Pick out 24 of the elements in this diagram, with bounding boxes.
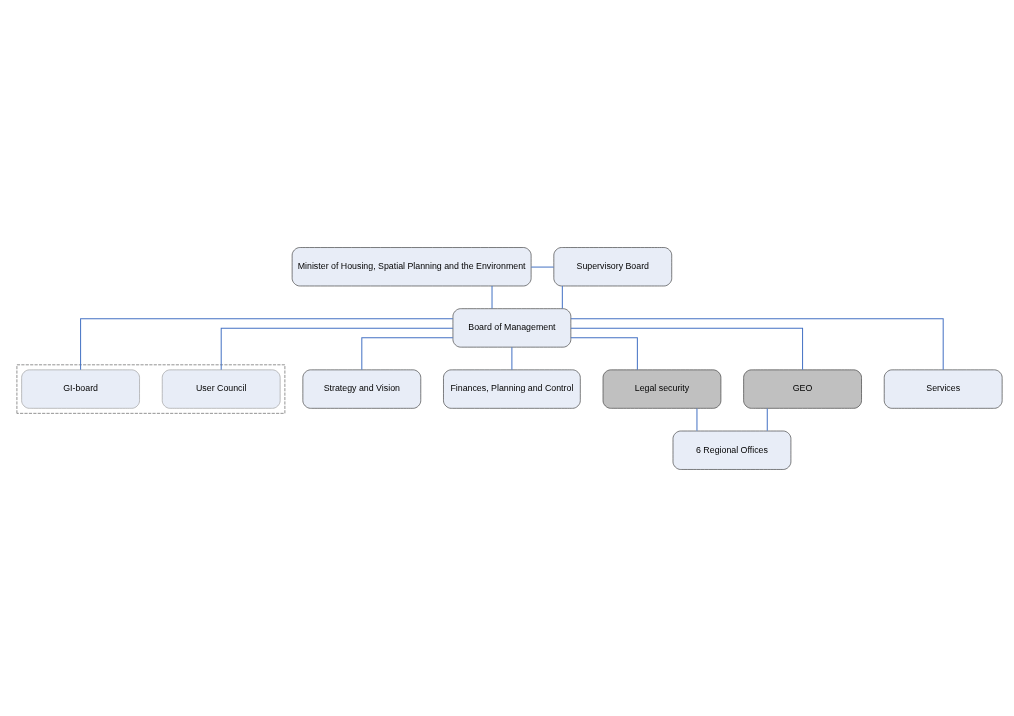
- node-box: 6 Regional Offices: [672, 430, 792, 470]
- connector: [511, 346, 513, 370]
- connector: [361, 336, 454, 370]
- node-box: Strategy and Vision: [302, 369, 422, 409]
- node-box: GI-board: [21, 369, 140, 409]
- connector: [766, 407, 768, 431]
- connector: [696, 407, 698, 431]
- connector: [491, 285, 493, 309]
- node-box: GEO: [743, 369, 862, 409]
- connector: [220, 327, 454, 370]
- node-box: Legal security: [602, 369, 722, 409]
- connector: [570, 327, 804, 370]
- connector: [570, 317, 944, 370]
- node-box: Board of Management: [452, 307, 572, 347]
- node-box: Finances, Planning and Control: [443, 369, 581, 409]
- node-box: Services: [883, 369, 1003, 409]
- connector: [530, 266, 555, 268]
- connector: [561, 285, 563, 309]
- node-box: Minister of Housing, Spatial Planning and the Environment: [291, 246, 532, 286]
- cluster: [16, 364, 286, 414]
- node-box: User Council: [161, 369, 281, 409]
- connector: [570, 336, 638, 370]
- connector: [80, 317, 454, 370]
- node-box: Supervisory Board: [553, 246, 673, 286]
